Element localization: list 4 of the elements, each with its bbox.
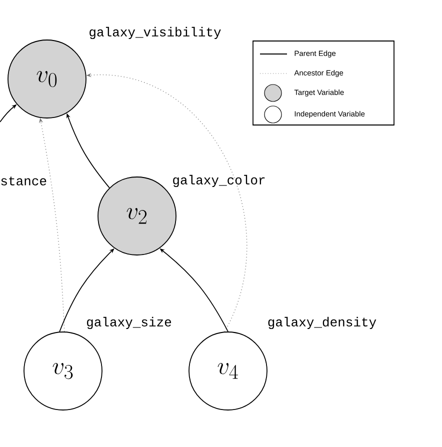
variable-name: galaxy_visibility [90, 26, 221, 40]
variable-name: galaxy_density [268, 316, 376, 330]
variable-name: stance [1, 176, 46, 186]
variable-name: galaxy_size [87, 316, 172, 330]
